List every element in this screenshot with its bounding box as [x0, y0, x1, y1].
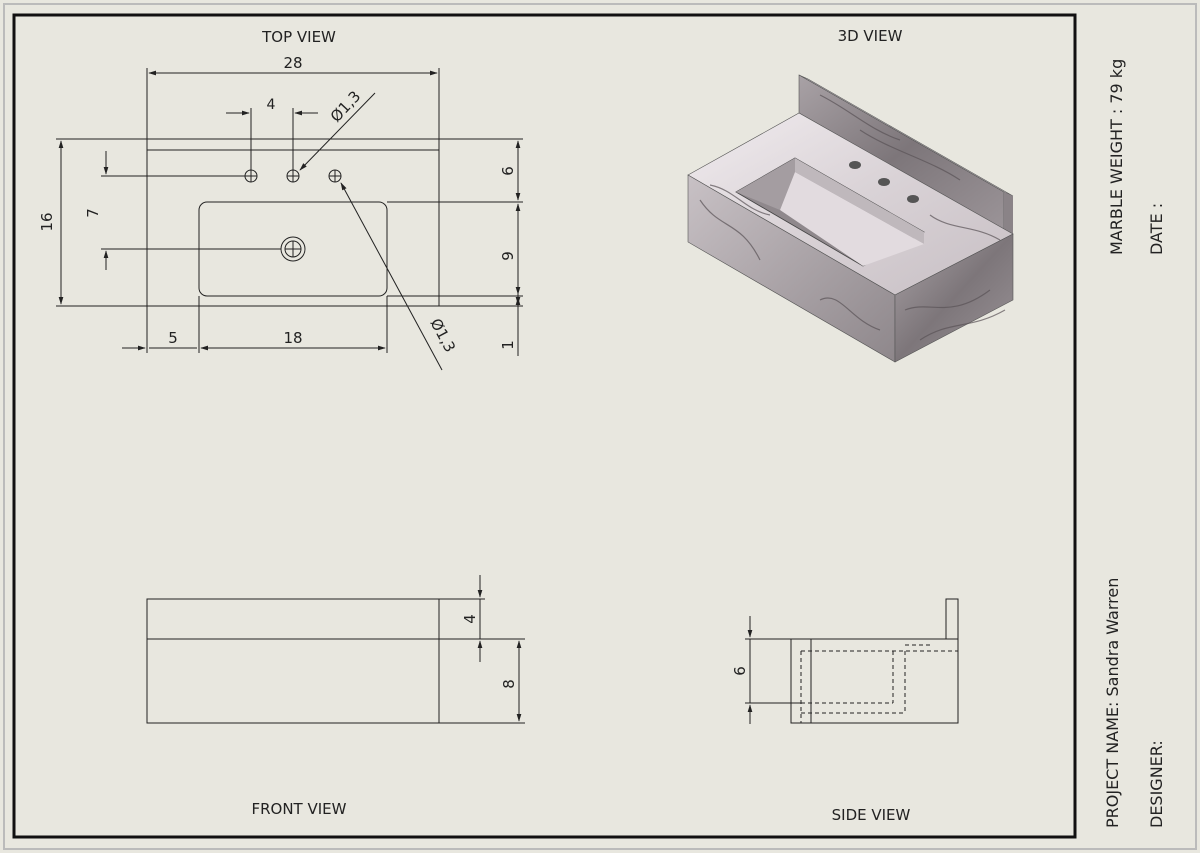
dim-hole-to-drain: 7 [84, 151, 281, 270]
dim-hole-dia-upper: Ø1,3 [299, 87, 376, 171]
faucet-hole-2 [286, 169, 300, 183]
dim-hole-to-drain-label: 7 [84, 208, 102, 218]
dim-front-body-height-label: 8 [500, 679, 518, 689]
front-view: 4 8 FRONT VIEW [146, 575, 525, 818]
drain-hole [280, 236, 306, 262]
faucet-hole-3d-1 [849, 161, 861, 169]
dim-basin-depth-label: 9 [499, 251, 517, 261]
dim-overall-depth: 16 [38, 138, 147, 307]
basin-floor [780, 172, 924, 266]
date-text: DATE : [1147, 203, 1166, 255]
side-view: 6 SIDE VIEW [731, 598, 959, 824]
title-block: MARBLE WEIGHT : 79 kg DATE : PROJECT NAM… [1103, 59, 1166, 828]
side-view-backsplash [945, 598, 959, 640]
dim-front-margin-label: 1 [499, 340, 517, 350]
designer-text: DESIGNER: [1147, 740, 1166, 828]
faucet-hole-3d-3 [907, 195, 919, 203]
countertop-right-face [894, 233, 1014, 363]
dim-top-width: 28 [146, 54, 440, 139]
dim-left-margin-label: 5 [168, 329, 178, 347]
dim-hole-dia-upper-label: Ø1,3 [327, 87, 364, 125]
front-view-title: FRONT VIEW [251, 800, 346, 818]
dim-bottom-chain: 5 18 [122, 296, 388, 353]
basin-back-wall [795, 158, 924, 244]
dim-hole-spacing: 4 [226, 97, 318, 170]
faucet-hole-3d-2 [878, 178, 890, 186]
dim-basin-width-label: 18 [283, 329, 302, 347]
side-view-outline [790, 638, 959, 724]
dim-side-depth-label: 6 [731, 666, 749, 676]
side-view-title: SIDE VIEW [832, 806, 911, 824]
three-d-view-title: 3D VIEW [838, 27, 903, 45]
front-view-outline [146, 598, 440, 724]
backsplash-end [1004, 192, 1013, 234]
dim-right-chain: 6 9 1 [387, 138, 523, 356]
marble-weight-text: MARBLE WEIGHT : 79 kg [1107, 59, 1126, 255]
faucet-hole-3 [328, 169, 342, 183]
basin-left-wall [736, 158, 795, 210]
top-view-title: TOP VIEW [261, 28, 336, 46]
dim-top-width-label: 28 [283, 54, 302, 72]
marble-veins [699, 94, 1006, 341]
sheet-frame [3, 3, 1197, 850]
dim-hole-dia-lower: Ø1,3 [340, 182, 459, 371]
project-name-text: PROJECT NAME: Sandra Warren [1103, 578, 1122, 828]
three-d-view: 3D VIEW [687, 27, 1014, 363]
dim-hole-spacing-label: 4 [267, 97, 276, 113]
dim-overall-depth-label: 16 [38, 212, 56, 231]
dim-back-to-basin-label: 6 [499, 166, 517, 176]
side-view-hidden-basin [800, 644, 958, 723]
dim-front-top-height-label: 4 [461, 614, 479, 624]
faucet-hole-1 [244, 169, 258, 183]
top-view: TOP VIEW 28 [38, 28, 523, 371]
